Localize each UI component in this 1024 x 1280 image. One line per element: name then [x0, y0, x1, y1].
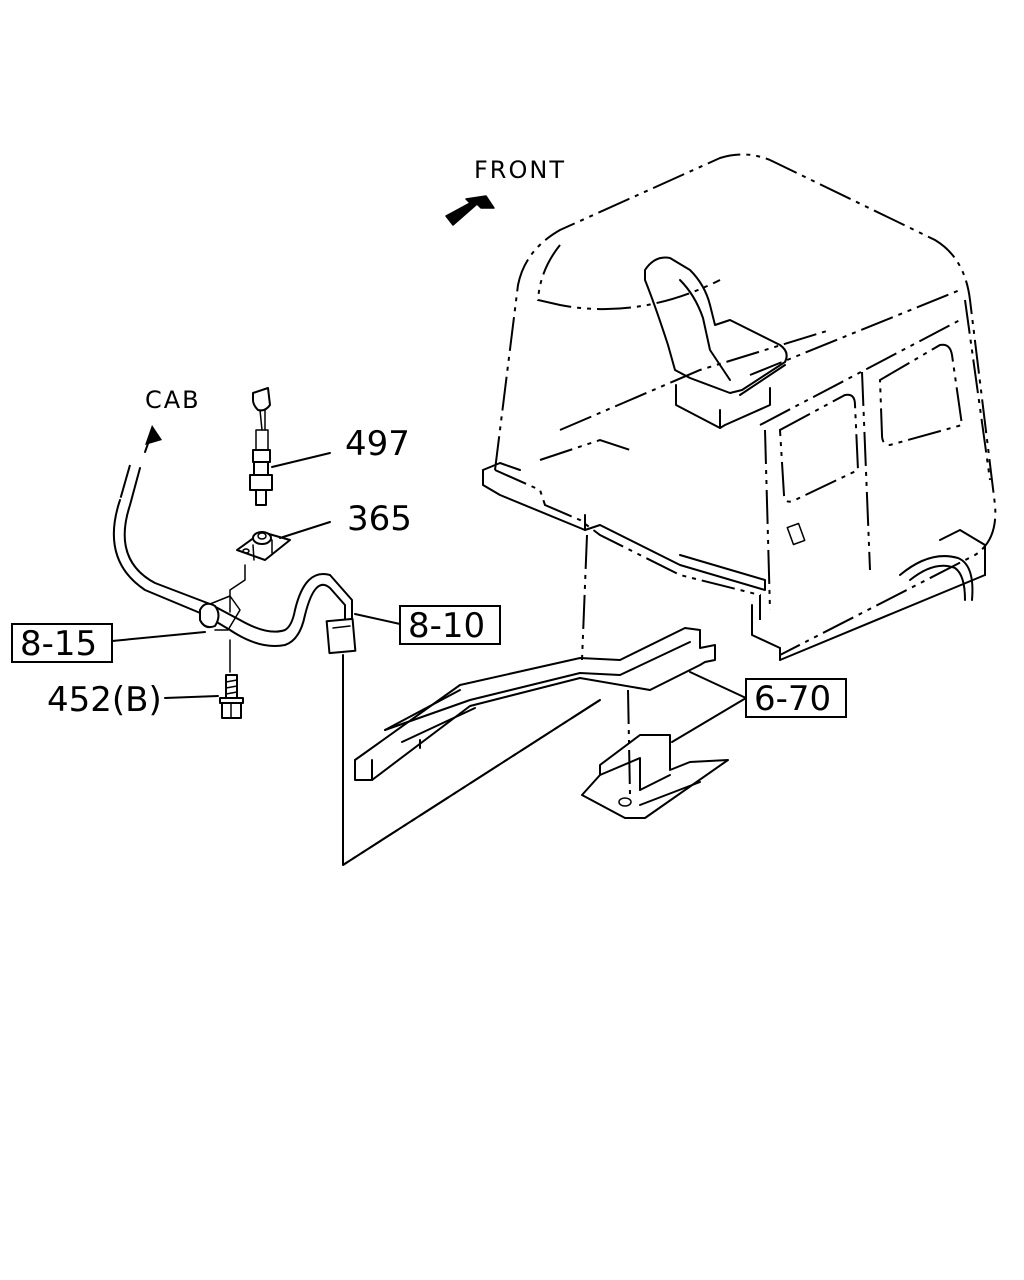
- wiring-harness: CAB: [112, 386, 601, 866]
- front-arrow-icon: [445, 195, 495, 226]
- seat: [644, 256, 788, 429]
- ref-box-8-10: 8-10: [354, 605, 501, 646]
- frame-bracket: [342, 534, 729, 866]
- front-indicator: FRONT: [445, 156, 566, 226]
- ref-8-15-label: 8-15: [20, 624, 97, 664]
- cab-arrow-icon: [145, 425, 162, 445]
- ref-6-70-label: 6-70: [754, 679, 831, 719]
- label-365: 365: [347, 499, 412, 539]
- front-label: FRONT: [474, 156, 566, 184]
- ref-box-8-15: 8-15: [11, 623, 206, 664]
- bolt-452b: [219, 674, 244, 719]
- cab-outline: [482, 153, 997, 661]
- ref-8-10-label: 8-10: [408, 606, 485, 646]
- sensor-497: [249, 387, 273, 506]
- label-452b: 452(B): [47, 680, 162, 720]
- bracket-365: [236, 531, 291, 561]
- label-497: 497: [345, 424, 410, 464]
- cab-label: CAB: [145, 386, 201, 414]
- ref-box-6-70: 6-70: [671, 671, 847, 743]
